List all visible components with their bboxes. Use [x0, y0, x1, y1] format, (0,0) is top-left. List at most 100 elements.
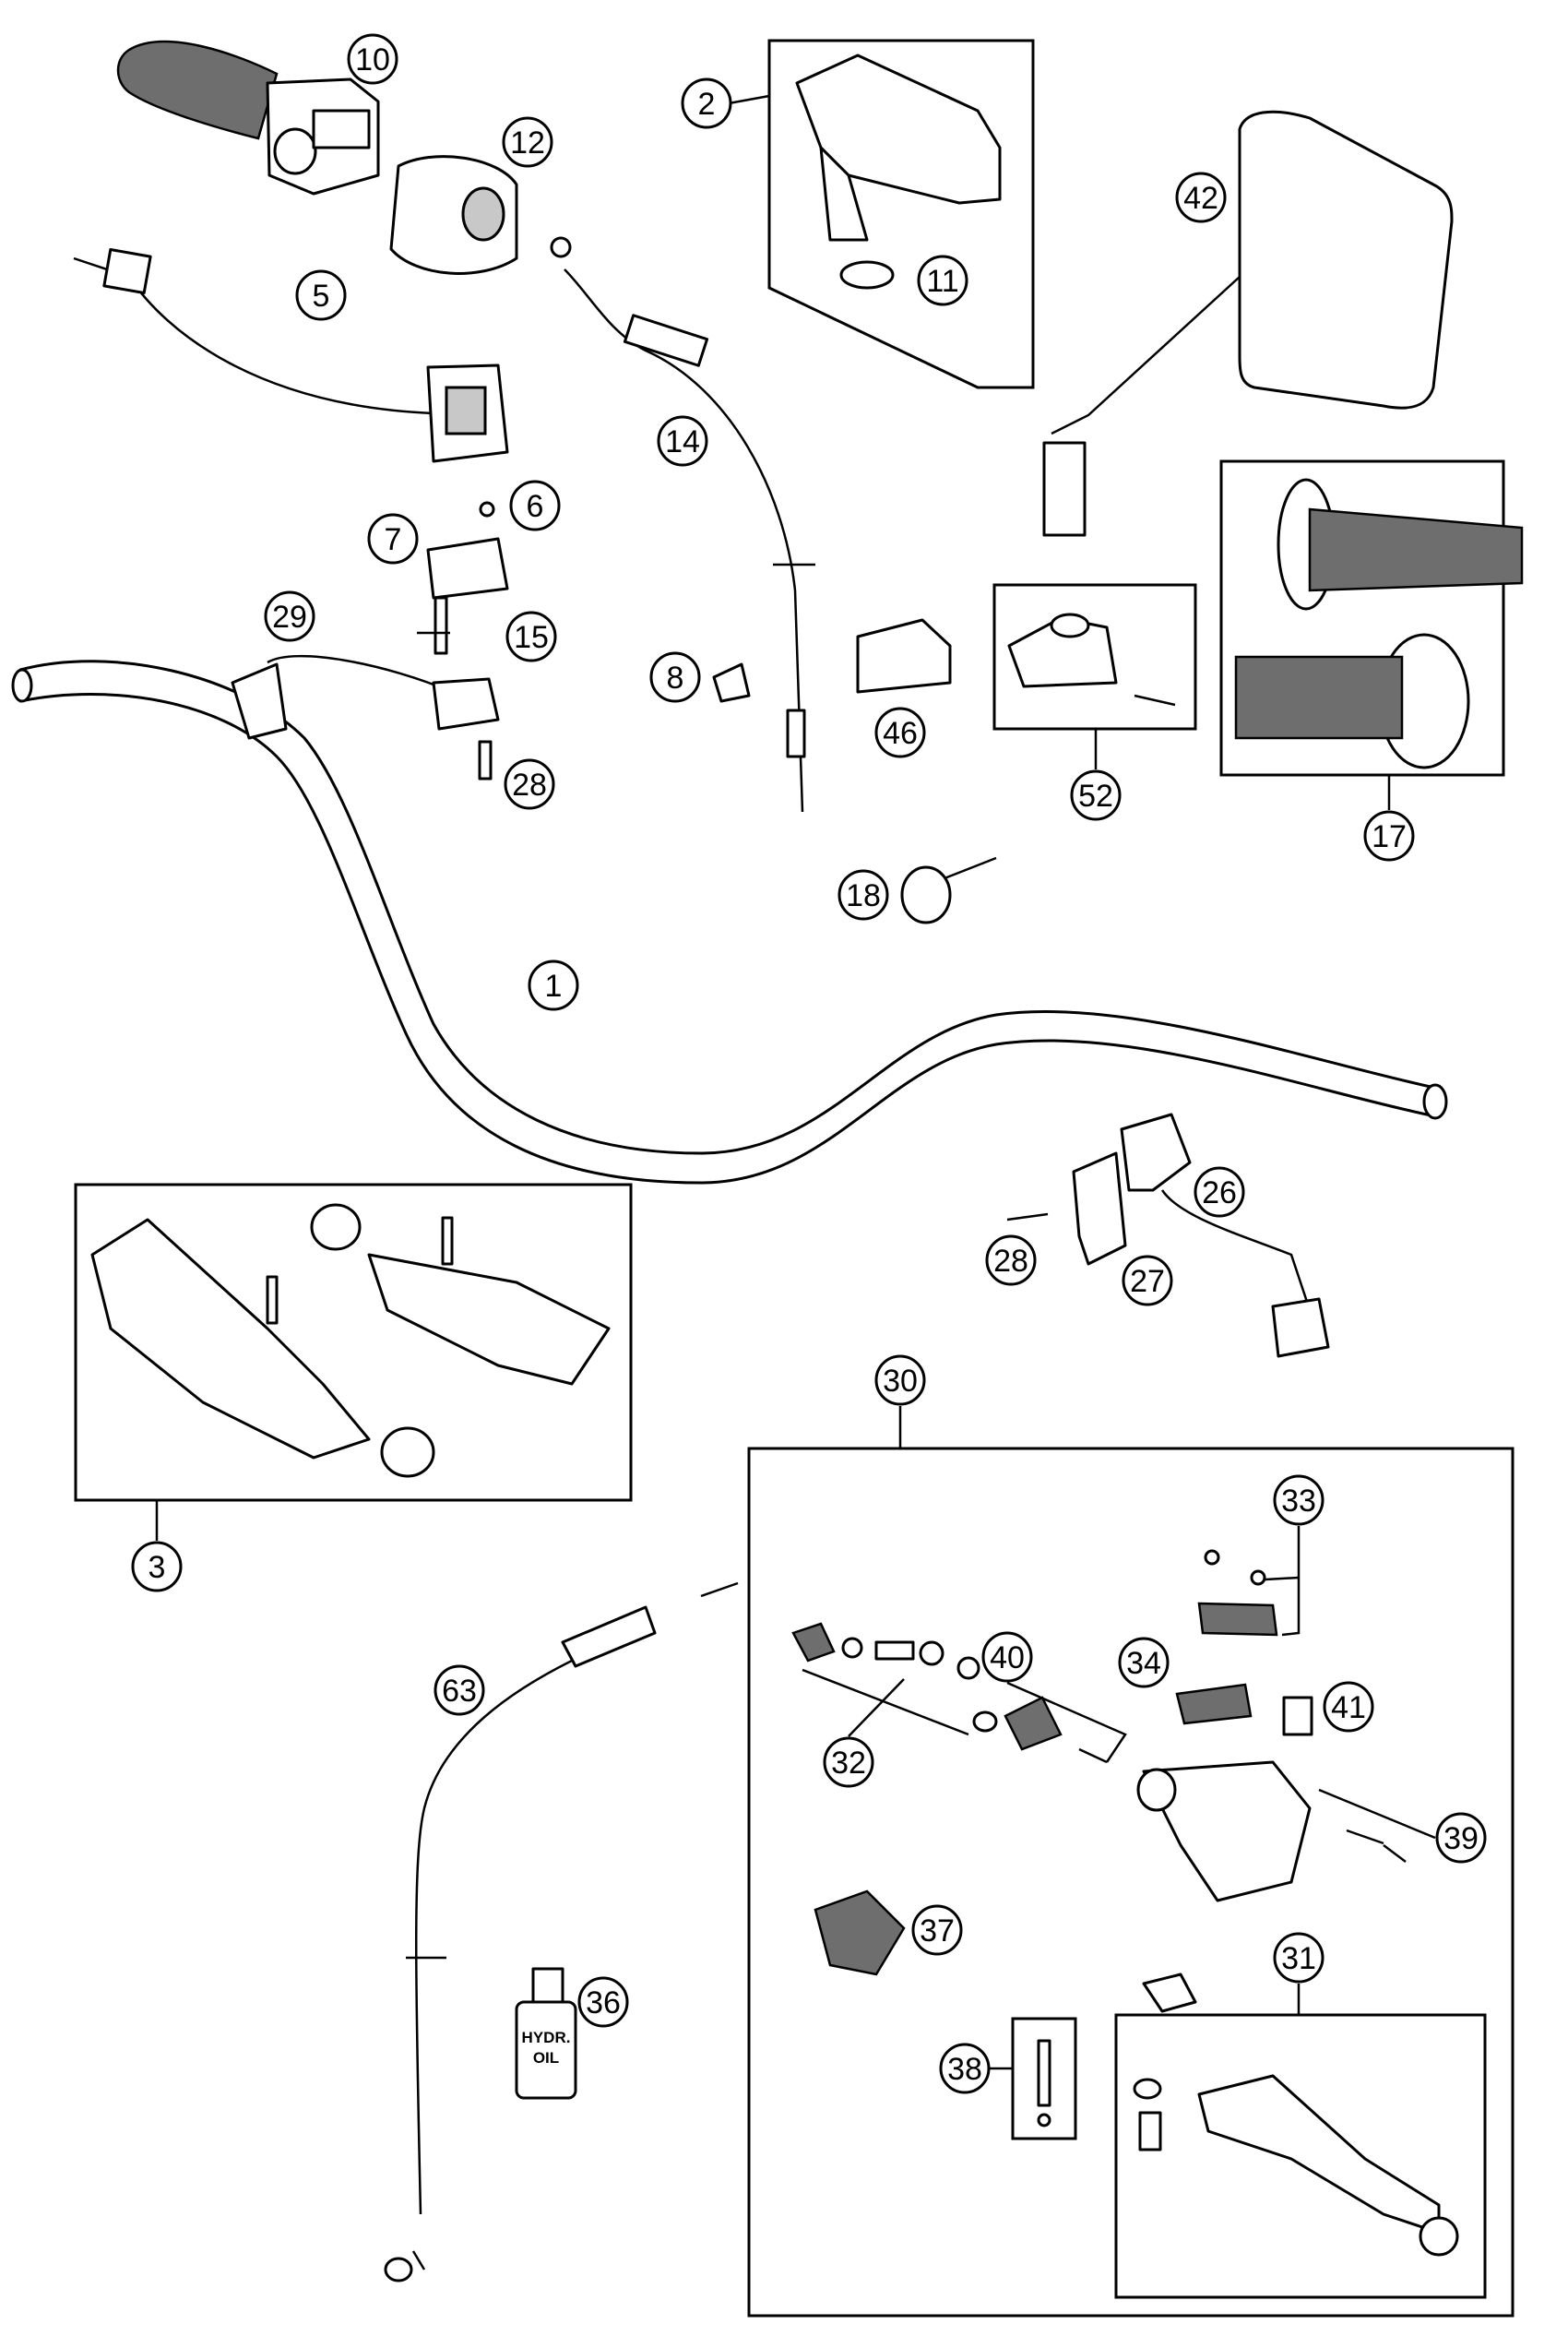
bottle-label-line1: HYDR.: [522, 2029, 571, 2046]
group-box-38: [1011, 2017, 1077, 2140]
callout-label: 40: [990, 1640, 1025, 1675]
callout-circle: [502, 116, 553, 168]
callout-38: 38: [939, 2043, 991, 2094]
callout-label: 6: [527, 489, 544, 524]
callout-label: 8: [667, 661, 684, 696]
callout-label: 1: [545, 969, 563, 1004]
throttle-cover: [389, 155, 518, 275]
callout-37: 37: [911, 1904, 963, 1956]
callout-label: 10: [355, 42, 390, 77]
callout-label: 42: [1183, 181, 1218, 216]
callout-circle: [367, 513, 419, 565]
callout-label: 63: [442, 1674, 477, 1709]
callout-label: 28: [993, 1244, 1028, 1279]
group-box-30: [747, 1447, 1515, 2318]
callout-label: 5: [313, 279, 330, 314]
callout-label: 14: [665, 424, 700, 459]
group-box-17: [1219, 459, 1505, 777]
clamp-part: [426, 501, 509, 655]
callout-circle: [981, 1631, 1033, 1683]
callout-label: 29: [272, 600, 307, 635]
callout-circle: [681, 77, 732, 129]
callout-40: 40: [981, 1631, 1033, 1683]
callout-label: 34: [1126, 1646, 1161, 1681]
callout-52: 52: [1070, 769, 1122, 821]
callout-circle: [917, 255, 968, 306]
callout-label: 31: [1281, 1941, 1316, 1976]
callout-label: 41: [1331, 1690, 1366, 1725]
callout-label: 2: [698, 87, 716, 122]
handlebar: [11, 660, 1448, 1185]
leader-lines: [155, 94, 1436, 2070]
callout-label: 32: [831, 1746, 866, 1781]
mirror: [1042, 110, 1454, 537]
callout-14: 14: [657, 415, 708, 467]
callout-circle: [649, 651, 701, 703]
clutch-hose: [384, 1581, 739, 2282]
callout-circle: [1070, 769, 1122, 821]
callout-circle: [504, 758, 555, 810]
callout-label: 27: [1130, 1264, 1165, 1299]
throttle-cable: [550, 236, 815, 813]
callout-27: 27: [1122, 1255, 1173, 1306]
callout-63: 63: [434, 1664, 485, 1716]
switch-with-wiring: [73, 247, 509, 463]
callout-circle: [823, 1736, 874, 1788]
callout-7: 7: [367, 513, 419, 565]
callout-39: 39: [1435, 1812, 1487, 1864]
callout-17: 17: [1363, 810, 1415, 862]
group-box-31: [1114, 2013, 1487, 2299]
clamp-with-pin-52: [1007, 613, 1176, 707]
callout-label: 38: [947, 2052, 982, 2087]
callout-circle: [657, 415, 708, 467]
callout-label: 15: [514, 620, 549, 655]
callout-circle: [434, 1664, 485, 1716]
callout-label: 52: [1078, 779, 1113, 814]
callout-circle: [1118, 1637, 1170, 1688]
callout-3: 3: [131, 1541, 183, 1592]
master-cylinder-assembly: [791, 1549, 1459, 2257]
clamp-46: [856, 618, 952, 694]
callout-circle: [577, 1976, 629, 2028]
callout-33: 33: [1273, 1474, 1324, 1526]
callout-label: 12: [510, 125, 545, 161]
callout-circle: [837, 869, 889, 921]
callout-label: 39: [1443, 1821, 1479, 1856]
callout-15: 15: [505, 611, 557, 662]
callout-5: 5: [295, 269, 347, 321]
sleeve-8: [712, 662, 751, 703]
callout-label: 37: [920, 1913, 955, 1949]
callout-circle: [295, 269, 347, 321]
callout-42: 42: [1175, 172, 1227, 223]
callout-41: 41: [1323, 1681, 1374, 1733]
callout-circle: [1273, 1474, 1324, 1526]
group-box-3: [74, 1183, 633, 1502]
callout-26: 26: [1194, 1166, 1245, 1218]
callout-label: 36: [586, 1985, 621, 2020]
callout-29: 29: [264, 590, 315, 642]
callout-11: 11: [917, 255, 968, 306]
throttle-grip: [116, 40, 380, 196]
callout-circle: [1435, 1812, 1487, 1864]
callout-circle: [874, 1354, 926, 1406]
callout-circle: [874, 707, 926, 758]
kill-switch: [231, 654, 500, 781]
callout-36: 36: [577, 1976, 629, 2028]
callout-28: 28: [985, 1234, 1037, 1286]
callout-label: 30: [883, 1364, 918, 1399]
callout-circle: [911, 1904, 963, 1956]
callout-circle: [264, 590, 315, 642]
bottle-label-line2: OIL: [533, 2049, 559, 2067]
hand-guards: [90, 1203, 611, 1478]
callout-12: 12: [502, 116, 553, 168]
callout-28: 28: [504, 758, 555, 810]
hydraulic-oil-bottle: HYDR. OIL: [515, 1967, 577, 2100]
callout-circle: [1323, 1681, 1374, 1733]
callout-circle: [985, 1234, 1037, 1286]
callout-label: 26: [1202, 1175, 1237, 1210]
callout-circle: [1194, 1166, 1245, 1218]
callout-circle: [939, 2043, 991, 2094]
callout-label: 3: [148, 1550, 166, 1585]
